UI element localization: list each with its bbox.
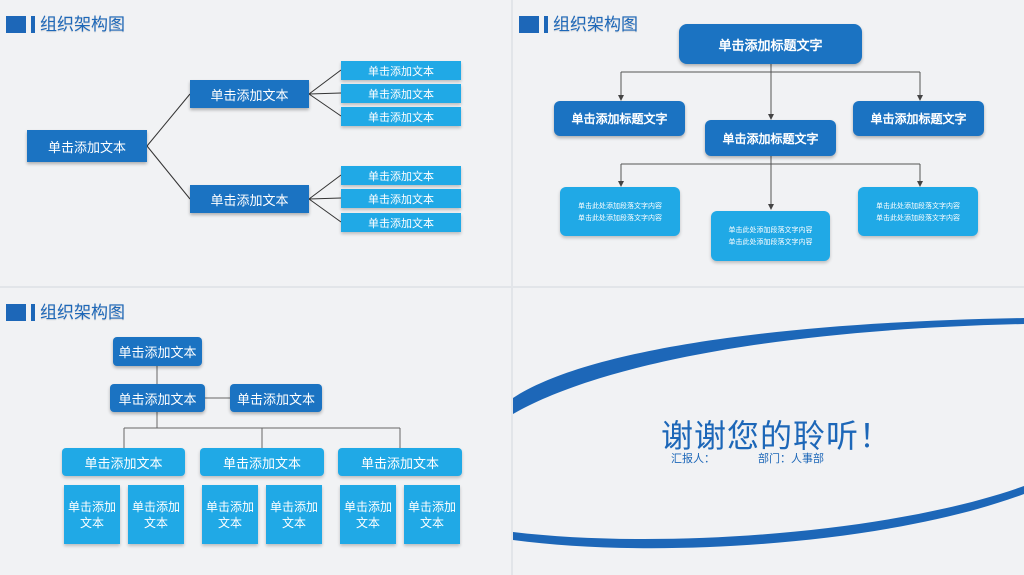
header-square-icon <box>6 16 26 33</box>
second-node[interactable]: 单击添加文本 <box>110 384 205 412</box>
group-cell[interactable]: 单击添加文本 <box>340 485 396 544</box>
slide-title: 组织架构图 <box>40 303 125 323</box>
connector-lines <box>123 366 401 448</box>
leaf-node[interactable]: 单击添加文本 <box>341 213 461 232</box>
slide-thank-you: 谢谢您的聆听！ 汇报人： 部门：人事部 <box>513 288 1024 575</box>
leaf-node[interactable]: 单击添加文本 <box>341 84 461 103</box>
group-cell[interactable]: 单击添加文本 <box>266 485 322 544</box>
connector-b1-leaf2 <box>308 92 342 95</box>
top-title-node[interactable]: 单击添加标题文字 <box>679 24 862 64</box>
mid-title-node-left[interactable]: 单击添加标题文字 <box>554 101 685 136</box>
leaf-node[interactable]: 单击添加文本 <box>341 166 461 185</box>
thank-you-text: 谢谢您的聆听！ <box>661 417 893 455</box>
branch-node-2[interactable]: 单击添加文本 <box>190 185 309 213</box>
department-label: 部门：人事部 <box>758 452 824 465</box>
decorative-swoosh <box>513 318 1024 549</box>
slide-org-chart-3: 组织架构图 单击添加文本 单击添加文本 单击添加文本 单击添加文本 单击添加文本… <box>0 288 511 575</box>
mid-title-node-center[interactable]: 单击添加标题文字 <box>705 120 836 156</box>
group-cell[interactable]: 单击添加文本 <box>64 485 120 544</box>
group-label-1[interactable]: 单击添加文本 <box>62 448 185 476</box>
slide-title: 组织架构图 <box>553 15 638 35</box>
connector-lines <box>146 69 342 223</box>
detail-node-left[interactable]: 单击此处添加段落文字内容 单击此处添加段落文字内容 <box>560 187 680 236</box>
slide-org-chart-1: 组织架构图 单击添加文本 单击添加文本 单击添加文本 单击添加文本 单击添加文本… <box>0 0 511 286</box>
top-node[interactable]: 单击添加文本 <box>113 337 202 366</box>
group-label-3[interactable]: 单击添加文本 <box>338 448 462 476</box>
detail-text: 单击此处添加段落文字内容 <box>876 201 960 210</box>
group-cell[interactable]: 单击添加文本 <box>128 485 184 544</box>
mid-title-node-right[interactable]: 单击添加标题文字 <box>853 101 984 136</box>
detail-text: 单击此处添加段落文字内容 <box>876 213 960 222</box>
connector-root-branch1 <box>146 93 191 147</box>
header-square-icon <box>6 304 26 321</box>
swoosh-top <box>513 318 1024 414</box>
slide-title: 组织架构图 <box>40 15 125 35</box>
connector-b1-leaf3 <box>308 93 342 117</box>
branch-node-1[interactable]: 单击添加文本 <box>190 80 309 108</box>
leaf-node[interactable]: 单击添加文本 <box>341 107 461 126</box>
detail-text: 单击此处添加段落文字内容 <box>728 226 813 234</box>
header-bar-icon <box>31 304 35 321</box>
connector-b1-leaf1 <box>308 69 342 95</box>
group-cell[interactable]: 单击添加文本 <box>404 485 460 544</box>
connector-b2-leaf3 <box>308 198 342 223</box>
group-cell[interactable]: 单击添加文本 <box>202 485 258 544</box>
detail-text: 单击此处添加段落文字内容 <box>728 238 813 246</box>
detail-text: 单击此处添加段落文字内容 <box>578 213 662 222</box>
connector-root-branch2 <box>146 145 191 200</box>
group-label-2[interactable]: 单击添加文本 <box>200 448 324 476</box>
header-bar-icon <box>544 16 548 33</box>
header-square-icon <box>519 16 539 33</box>
swoosh-bottom <box>513 486 1024 549</box>
reporter-label: 汇报人： <box>671 452 715 465</box>
header-bar-icon <box>31 16 35 33</box>
slide-org-chart-2: 组织架构图 单击添加标题文字 单击添加标题文字 单击添加标题文字 单击添加标题文… <box>513 0 1024 286</box>
connector-lines <box>618 64 923 210</box>
root-node[interactable]: 单击添加文本 <box>27 130 147 162</box>
leaf-node[interactable]: 单击添加文本 <box>341 189 461 208</box>
connector-b2-leaf2 <box>308 197 342 200</box>
detail-node-center[interactable]: 单击此处添加段落文字内容 单击此处添加段落文字内容 <box>711 211 830 261</box>
connector-b2-leaf1 <box>308 174 342 200</box>
detail-text: 单击此处添加段落文字内容 <box>578 201 662 210</box>
detail-node-right[interactable]: 单击此处添加段落文字内容 单击此处添加段落文字内容 <box>858 187 978 236</box>
leaf-node[interactable]: 单击添加文本 <box>341 61 461 80</box>
side-node[interactable]: 单击添加文本 <box>230 384 322 412</box>
